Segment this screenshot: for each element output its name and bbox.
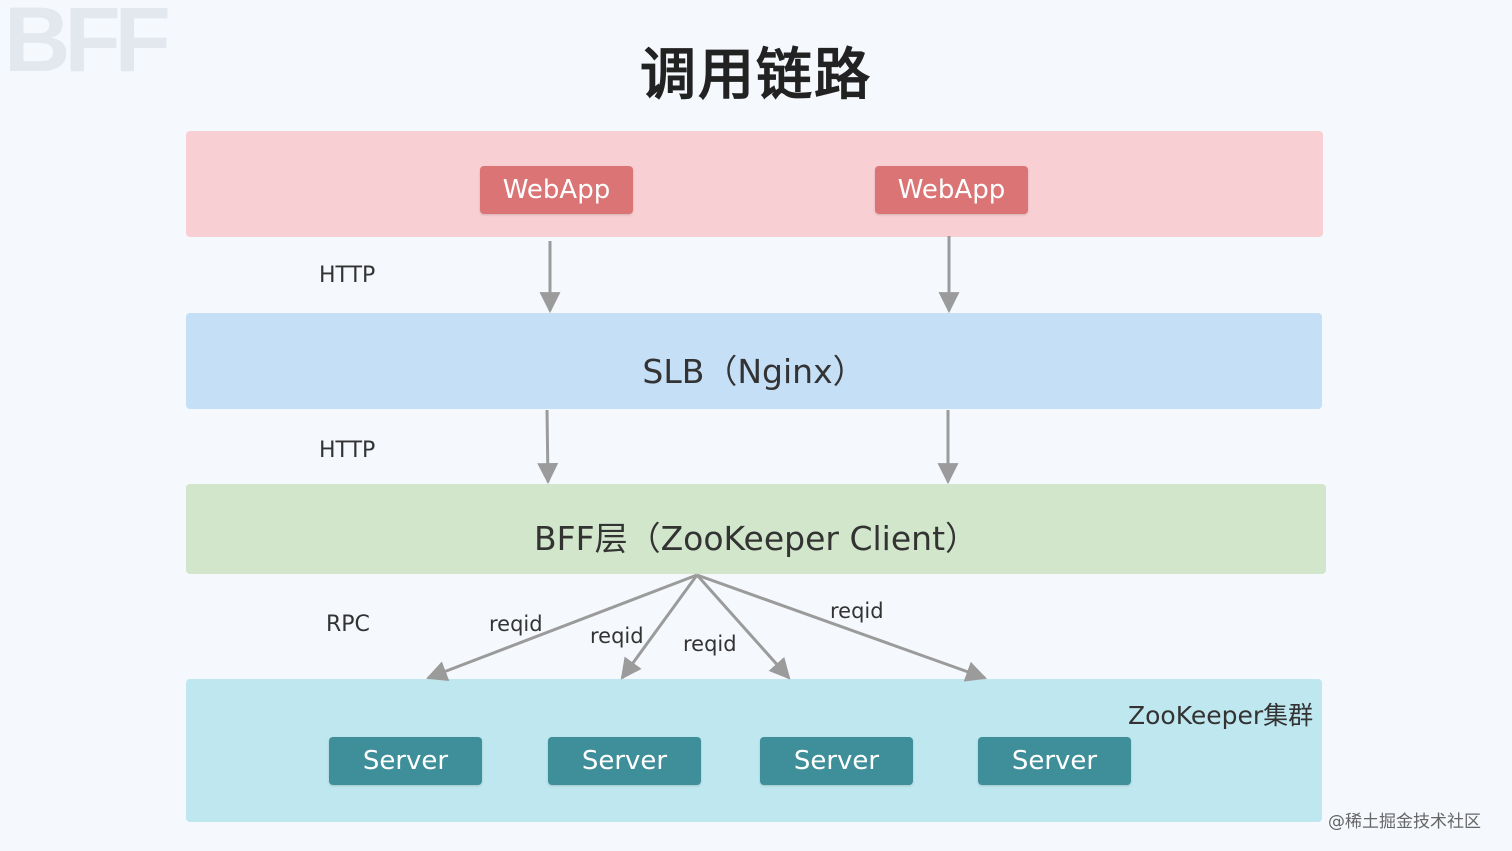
arrow-bff-to-server-2 xyxy=(620,574,699,680)
watermark-text: @稀土掘金技术社区 xyxy=(1328,812,1481,832)
arrow-bff-to-server-4 xyxy=(696,573,987,682)
reqid-label-4: reqid xyxy=(830,599,884,623)
server-node-3[interactable]: Server xyxy=(760,737,913,785)
bff-logo-watermark: BFF xyxy=(4,0,171,91)
slb-layer-label: SLB（Nginx） xyxy=(642,352,866,391)
zookeeper-cluster-label: ZooKeeper集群 xyxy=(1128,701,1314,730)
protocol-label-http-1: HTTP xyxy=(319,263,376,288)
page-title: 调用链路 xyxy=(640,43,872,108)
bff-layer-label: BFF层（ZooKeeper Client） xyxy=(533,519,979,558)
server-node-4[interactable]: Server xyxy=(978,737,1131,785)
arrow-slb-to-bff-1 xyxy=(537,409,559,485)
server-node-1[interactable]: Server xyxy=(329,737,482,785)
arrow-bff-to-server-1 xyxy=(426,573,698,682)
webapp-node-1[interactable]: WebApp xyxy=(480,166,633,214)
protocol-label-rpc: RPC xyxy=(326,612,370,637)
arrow-bff-to-server-3 xyxy=(695,574,791,680)
bff-layer: BFF层（ZooKeeper Client） xyxy=(186,484,1326,574)
webapp-layer xyxy=(186,131,1323,237)
reqid-label-1: reqid xyxy=(489,612,543,636)
server-node-2[interactable]: Server xyxy=(548,737,701,785)
reqid-label-3: reqid xyxy=(683,632,737,656)
webapp-node-2[interactable]: WebApp xyxy=(875,166,1028,214)
protocol-label-http-2: HTTP xyxy=(319,438,376,463)
slb-layer: SLB（Nginx） xyxy=(186,313,1322,409)
reqid-label-2: reqid xyxy=(590,624,644,648)
